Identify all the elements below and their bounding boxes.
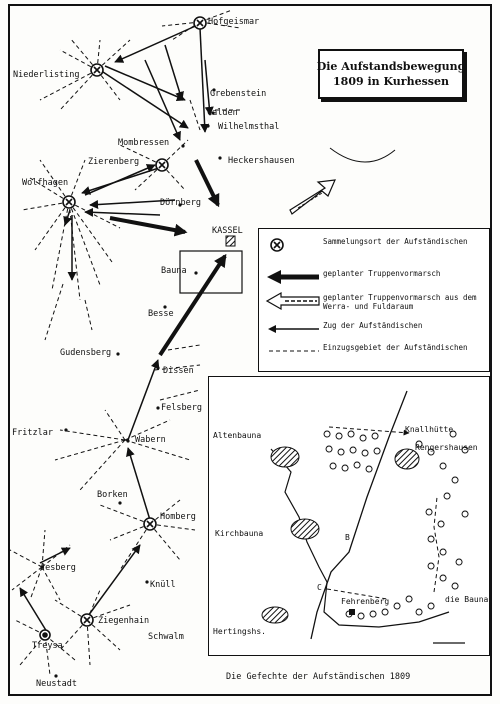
place-ziegenhain: Ziegenhain — [98, 616, 150, 626]
place-kassel: KASSEL — [212, 226, 243, 236]
place-dissen: Dissen — [163, 366, 194, 376]
kassel-target-box — [179, 250, 243, 294]
werra-fulda-arrow — [289, 147, 396, 215]
thin-arrow-icon — [268, 325, 319, 333]
place-bauna: Bauna — [161, 266, 187, 276]
place-heckershausen: Heckershausen — [228, 156, 295, 166]
rebel-movement-arrows — [19, 23, 214, 633]
catchment-lines — [9, 9, 241, 676]
inset-drawing — [261, 390, 469, 644]
inset-place-knallhutte: Knallhütte — [405, 425, 454, 434]
inset-place-b: B — [345, 533, 350, 542]
inset-place-c: C — [317, 583, 322, 592]
legend-text-hollow-arrow: geplanter Truppenvormarsch aus dem Werra… — [323, 293, 477, 311]
assembly-point-ziegenhain — [80, 613, 94, 627]
map-frame — [8, 4, 492, 696]
assembly-point-treysa — [39, 629, 51, 641]
place-besse: Besse — [148, 309, 174, 319]
battle-inset-map: Altenbauna Knallhütte Rengershausen Kirc… — [208, 376, 490, 656]
place-grebenstein: Grebenstein — [210, 89, 267, 99]
map-title-box: Die Aufstandsbewegung 1809 in Kurhessen — [316, 49, 466, 99]
place-homberg: Homberg — [160, 512, 196, 522]
place-zierenberg: Zierenberg — [88, 157, 140, 167]
place-wilhelmsthal: Wilhelmsthal — [218, 122, 280, 132]
place-gudensberg: Gudensberg — [60, 348, 112, 358]
inset-place-rengershausen: Rengershausen — [415, 443, 478, 452]
place-treysa: Treysa — [32, 641, 63, 651]
place-neustadt: Neustadt — [36, 679, 77, 689]
place-jesberg: Jesberg — [40, 563, 76, 573]
place-wolfhagen: Wolfhagen — [22, 178, 69, 188]
inset-place-kirchbauna: Kirchbauna — [215, 529, 264, 538]
legend-item-assembly: Sammelungsort der Aufständischen — [259, 235, 489, 255]
assembly-point-homberg — [143, 517, 157, 531]
legend-text-dashed-line: Einzugsgebiet der Aufständischen — [323, 343, 468, 352]
inset-place-die-bauna: die Bauna — [445, 595, 489, 604]
place-knull: Knüll — [150, 580, 176, 590]
place-felsberg: Felsberg — [161, 403, 202, 413]
legend-text-thin-arrow: Zug der Aufständischen — [323, 321, 423, 330]
legend-item-thick-arrow: geplanter Truppenvormarsch — [259, 267, 489, 287]
hollow-arrow-icon — [265, 291, 320, 311]
assembly-point-hofgeismar — [193, 16, 207, 30]
kassel-city-icon — [225, 235, 236, 247]
legend-item-hollow-arrow: geplanter Truppenvormarsch aus dem Werra… — [259, 291, 489, 311]
map-title-line-1: Die Aufstandsbewegung — [316, 60, 466, 73]
town-dots — [40, 88, 222, 678]
place-wabern: Wabern — [135, 435, 166, 445]
thick-arrow-icon — [267, 270, 319, 284]
map-legend: Sammelungsort der Aufständischen geplant… — [258, 228, 490, 372]
map-title-line-2: 1809 in Kurhessen — [333, 75, 449, 88]
assembly-point-icons — [39, 16, 207, 641]
inset-place-fehrenberg: Fehrenberg — [341, 597, 390, 606]
place-fritzlar: Fritzlar — [12, 428, 53, 438]
assembly-point-zierenberg — [155, 158, 169, 172]
place-borken: Borken — [97, 490, 128, 500]
dashed-line-icon — [269, 350, 319, 352]
place-dornberg: Dörnberg — [160, 198, 201, 208]
assembly-point-wolfhagen — [62, 195, 76, 209]
legend-item-thin-arrow: Zug der Aufständischen — [259, 319, 489, 339]
assembly-point-icon — [270, 238, 284, 252]
legend-text-assembly: Sammelungsort der Aufständischen — [323, 237, 468, 246]
legend-text-thick-arrow: geplanter Truppenvormarsch — [323, 269, 441, 278]
inset-caption: Die Gefechte der Aufständischen 1809 — [226, 672, 411, 682]
inset-place-hertingshausen: Hertingshs. — [213, 627, 266, 636]
place-schwalm: Schwalm — [148, 632, 184, 642]
place-calden: Calden — [207, 108, 238, 118]
legend-item-dashed-line: Einzugsgebiet der Aufständischen — [259, 341, 489, 361]
inset-place-altenbauna: Altenbauna — [213, 431, 262, 440]
assembly-point-niederlisting — [90, 63, 104, 77]
planned-advance-arrows — [109, 159, 227, 357]
place-niederlisting: Niederlisting — [13, 70, 80, 80]
place-hofgeismar: Hofgeismar — [208, 17, 260, 27]
place-mombressen: Mombressen — [118, 138, 170, 148]
